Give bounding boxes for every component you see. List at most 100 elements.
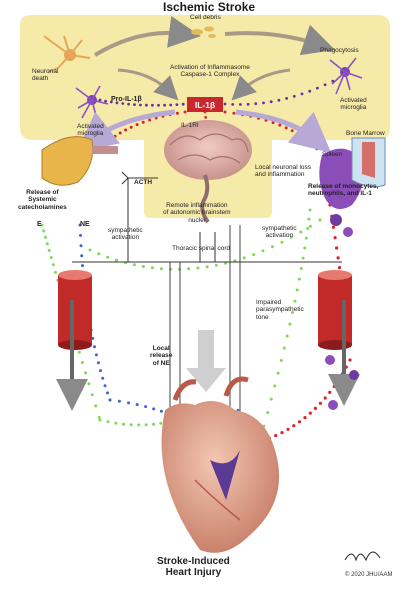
trail-dot xyxy=(144,405,148,409)
trail-dot xyxy=(204,116,208,119)
trail-dot xyxy=(328,390,332,394)
trail-dot xyxy=(306,227,310,230)
trail-dot xyxy=(98,98,102,102)
blood-vessel-icon xyxy=(318,270,352,350)
page-title: Ischemic Stroke xyxy=(163,0,256,14)
trail-dot xyxy=(135,123,139,127)
trail-dot xyxy=(289,235,293,239)
trail-dot xyxy=(157,103,160,107)
trail-dot xyxy=(151,103,154,107)
trail-dot xyxy=(152,422,156,426)
trail-dot xyxy=(43,235,47,239)
il1b-box: IL-1β xyxy=(187,97,223,112)
trail-dot xyxy=(139,103,142,107)
trail-dot xyxy=(122,422,125,426)
arrow-left-to-inflammasome xyxy=(117,68,179,101)
trail-dot xyxy=(115,101,119,105)
trail-dot xyxy=(306,139,310,143)
trail-dot xyxy=(300,92,304,96)
trail-dot xyxy=(106,391,109,395)
arrow-death-to-debris xyxy=(93,16,201,57)
trail-dot xyxy=(175,111,179,115)
trail-dot xyxy=(78,223,82,227)
trail-dot xyxy=(132,263,136,267)
trail-dot xyxy=(318,218,322,222)
pro-il1b-label: Pro-IL-1β xyxy=(111,96,142,103)
signature-icon xyxy=(344,551,381,562)
trail-dot xyxy=(274,434,278,438)
trail-dot xyxy=(303,246,307,250)
trail-dot xyxy=(54,270,57,274)
trail-dot xyxy=(301,135,305,139)
trail-dot xyxy=(297,420,302,424)
trail-dot xyxy=(113,134,117,138)
trail-dot xyxy=(129,423,133,427)
trail-dot xyxy=(296,132,300,136)
bone-marrow-label: Bone Marrow xyxy=(346,130,385,137)
trail-dot xyxy=(254,102,258,106)
trail-dot xyxy=(295,288,299,292)
trail-dot xyxy=(335,246,339,250)
trail-dot xyxy=(301,256,305,260)
trail-dot xyxy=(273,384,277,388)
trail-dot xyxy=(308,89,312,93)
trail-dot xyxy=(90,393,94,397)
cell-debris-label: Cell debris xyxy=(190,14,221,21)
trail-dot xyxy=(137,423,141,427)
trail-dot xyxy=(169,267,172,271)
trail-dot xyxy=(129,125,133,129)
trail-dot xyxy=(336,378,340,382)
trail-dot xyxy=(323,83,327,87)
red-to-heart-trail xyxy=(267,358,352,440)
trail-dot xyxy=(159,267,163,271)
trail-dot xyxy=(316,86,319,90)
trail-dot xyxy=(269,397,273,401)
trail-dot xyxy=(286,427,290,431)
trail-dot xyxy=(159,409,163,413)
acth-label: ACTH xyxy=(134,179,153,186)
trail-dot xyxy=(196,266,200,270)
brain-icon xyxy=(164,120,252,224)
trail-dot xyxy=(288,322,292,326)
trail-dot xyxy=(323,396,327,400)
trail-dot xyxy=(292,94,296,98)
il1ri-label: IL-1RI xyxy=(181,122,199,129)
trail-dot xyxy=(291,311,294,314)
arrow-to-adrenal xyxy=(76,109,176,153)
microglia-icon xyxy=(75,85,109,119)
trail-dot xyxy=(261,249,265,253)
trail-dot xyxy=(318,401,322,405)
trail-dot xyxy=(242,256,246,260)
e-label: E xyxy=(37,221,42,228)
trail-dot xyxy=(106,420,110,424)
trail-dot xyxy=(290,129,294,133)
phagocytosis-label: Phagocytosis xyxy=(320,47,359,54)
trail-dot xyxy=(331,79,335,83)
thoracic-spinal-cord-label: Thoracic spinal cord xyxy=(172,245,231,252)
trail-dot xyxy=(77,350,81,354)
trail-dot xyxy=(104,99,107,103)
trail-dot xyxy=(97,415,101,419)
trail-dot xyxy=(279,359,283,362)
trail-dot xyxy=(266,411,270,414)
trail-dot xyxy=(183,110,187,114)
trail-dot xyxy=(121,102,125,105)
trail-dot xyxy=(284,126,288,130)
trail-dot xyxy=(337,266,342,270)
trail-dot xyxy=(101,376,105,380)
arrow-debris-to-phagocytosis xyxy=(224,24,336,56)
microglia-icon xyxy=(329,57,363,95)
trail-dot xyxy=(152,407,156,411)
trail-dot xyxy=(144,423,148,427)
trail-dot xyxy=(278,123,282,127)
